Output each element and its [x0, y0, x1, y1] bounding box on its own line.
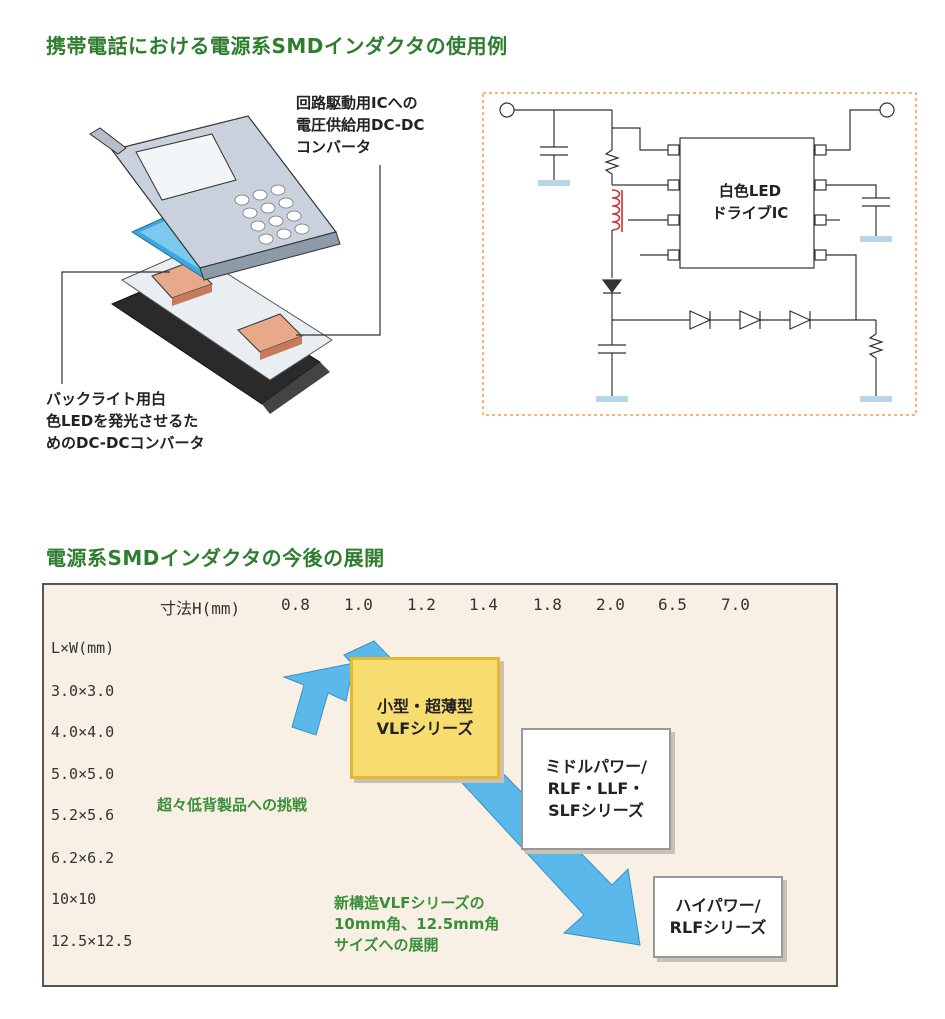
- row-tick: 5.2×5.6: [51, 806, 115, 824]
- col-tick: 0.8: [281, 595, 310, 614]
- size-header: L×W(mm): [51, 639, 115, 657]
- callout-led-dcdc: バックライト用白 色LEDを発光させるた めのDC-DCコンバータ: [46, 390, 205, 452]
- row-tick: 10×10: [51, 890, 97, 908]
- col-tick: 6.5: [658, 595, 687, 614]
- circuit-frame: [482, 92, 917, 416]
- col-tick: 1.0: [344, 595, 373, 614]
- callout-line-ic: [296, 165, 381, 336]
- col-tick: 2.0: [596, 595, 625, 614]
- note-new-vlf: 新構造VLFシリーズの 10mm角、12.5mm角 サイズへの展開: [334, 894, 500, 954]
- series-box-high-power: ハイパワー/ RLFシリーズ: [653, 876, 783, 958]
- row-tick: 3.0×3.0: [51, 682, 115, 700]
- ic-label: 白色LED ドライブIC: [711, 182, 789, 222]
- height-header: 寸法H(mm): [160, 599, 241, 618]
- col-tick: 7.0: [721, 595, 750, 614]
- col-tick: 1.4: [469, 595, 498, 614]
- note-ultra-thin: 超々低背製品への挑戦: [157, 796, 308, 814]
- section1-title: 携帯電話における電源系SMDインダクタの使用例: [46, 34, 508, 58]
- series-box-middle-power: ミドルパワー/ RLF・LLF・ SLFシリーズ: [521, 728, 671, 850]
- callout-ic-dcdc: 回路駆動用ICへの 電圧供給用DC-DC コンバータ: [296, 94, 425, 156]
- roadmap-chart: 寸法H(mm) 0.8 1.0 1.2 1.4 1.8 2.0 6.5 7.0 …: [42, 583, 838, 987]
- phone-circuit-diagram: [61, 92, 917, 416]
- section2-title: 電源系SMDインダクタの今後の展開: [46, 546, 385, 570]
- phone-exploded-illustration: [89, 115, 341, 414]
- row-tick: 5.0×5.0: [51, 765, 115, 783]
- circuit-schematic: [499, 102, 895, 396]
- series-box-vlf: 小型・超薄型 VLFシリーズ: [350, 657, 500, 779]
- ground-symbols: [538, 180, 892, 402]
- row-tick: 4.0×4.0: [51, 723, 115, 741]
- row-tick: 12.5×12.5: [51, 932, 133, 950]
- arrow-thin-products: [282, 662, 355, 736]
- col-tick: 1.2: [407, 595, 436, 614]
- callout-line-led: [61, 271, 170, 384]
- col-tick: 1.8: [533, 595, 562, 614]
- row-tick: 6.2×6.2: [51, 849, 115, 867]
